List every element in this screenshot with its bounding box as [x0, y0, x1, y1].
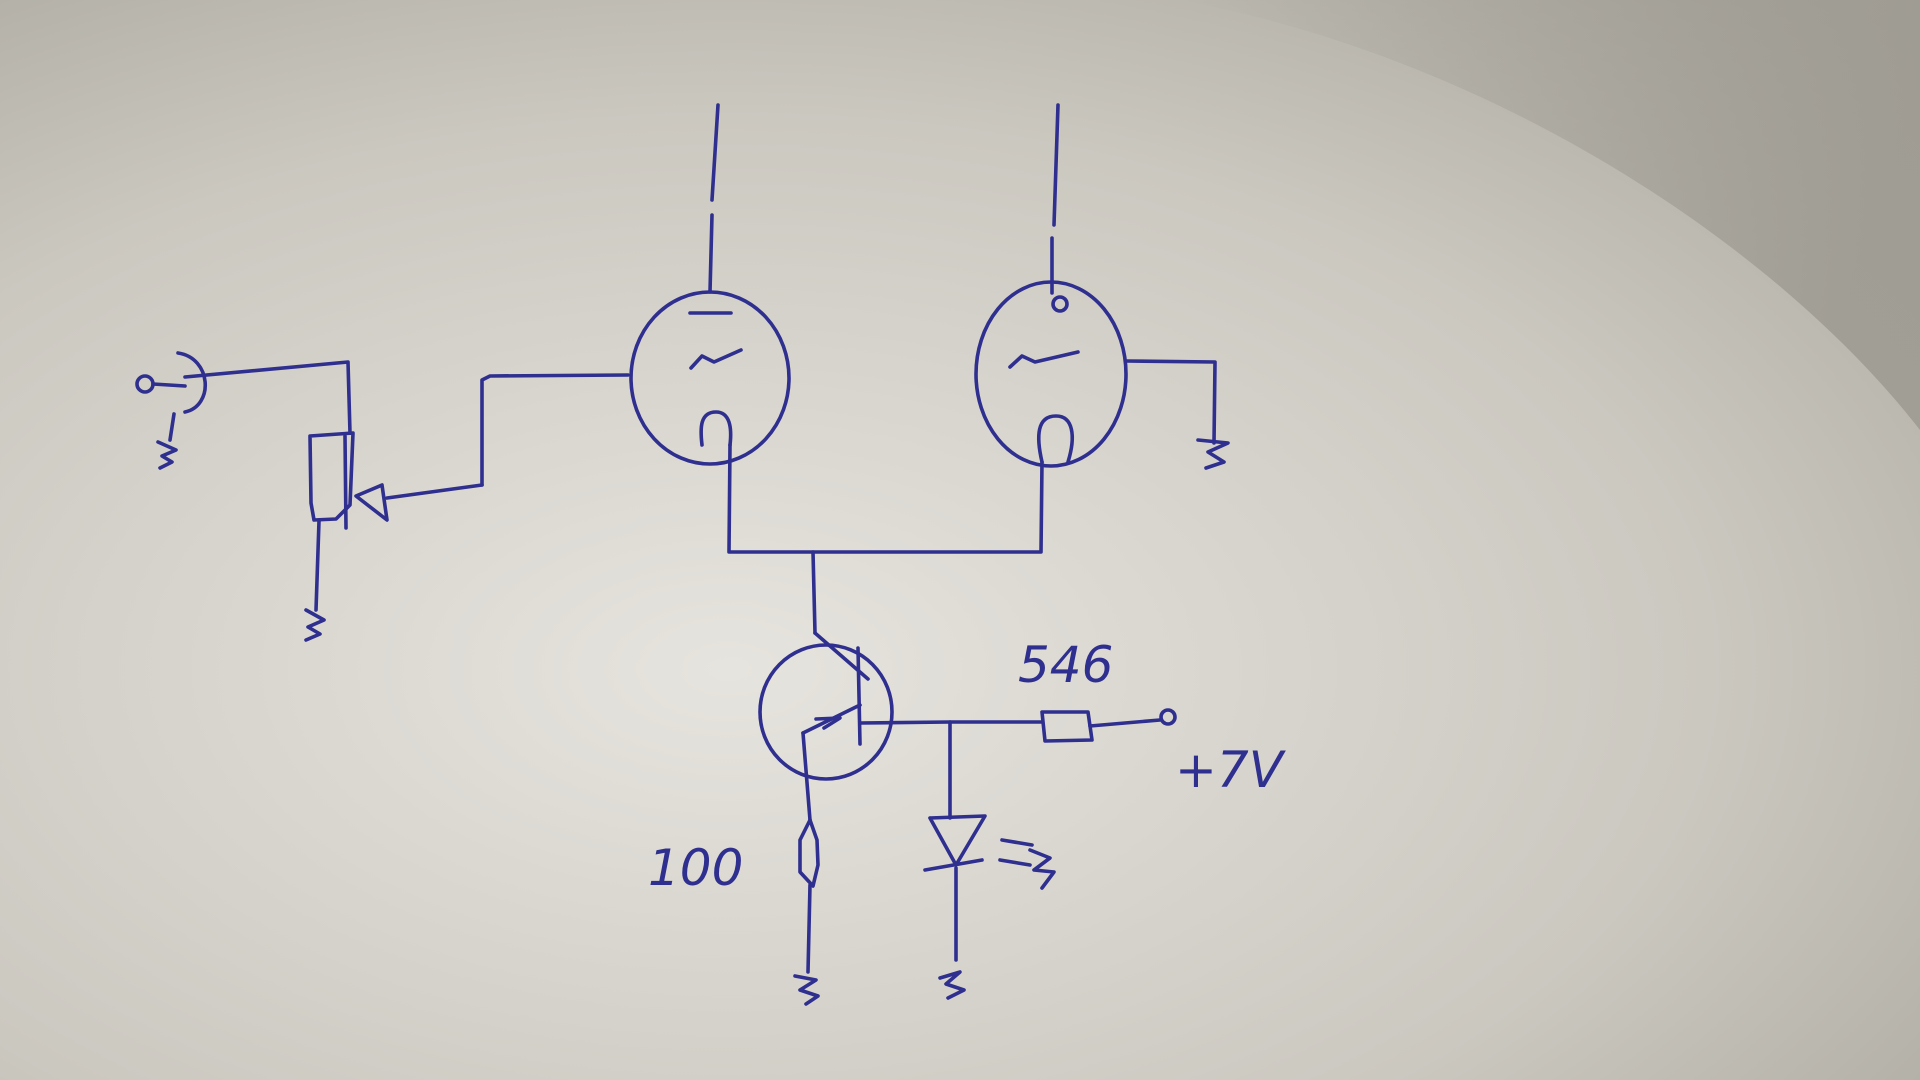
wire-right-grid: [1124, 359, 1217, 445]
wire-cathode-join: [727, 443, 1044, 554]
ground-symbol-led: [938, 970, 966, 1000]
wire-left-grid: [480, 373, 630, 487]
diode-led: [923, 720, 1056, 1000]
triode-tube-left: [629, 103, 791, 466]
ground-symbol-right-grid: [1196, 438, 1230, 470]
label-supply-voltage: +7V: [1175, 741, 1287, 799]
transistor: [758, 550, 894, 822]
wire-input-to-pot: [183, 360, 352, 435]
ground-symbol-jack: [156, 440, 178, 470]
input-jack: [135, 351, 208, 470]
ink-strokes: [135, 103, 1230, 1006]
potentiometer: [304, 431, 484, 642]
wire-base: [858, 720, 952, 725]
triode-tube-right: [974, 103, 1128, 468]
resistor-100: [793, 818, 820, 1006]
ground-symbol-pot: [304, 608, 326, 642]
label-resistor-546: 546: [1018, 636, 1113, 694]
resistor-546: [1040, 708, 1177, 743]
paper-shadow-region: [1180, 0, 1920, 430]
label-resistor-100: 100: [648, 839, 743, 897]
ground-symbol-emitter: [793, 974, 820, 1006]
